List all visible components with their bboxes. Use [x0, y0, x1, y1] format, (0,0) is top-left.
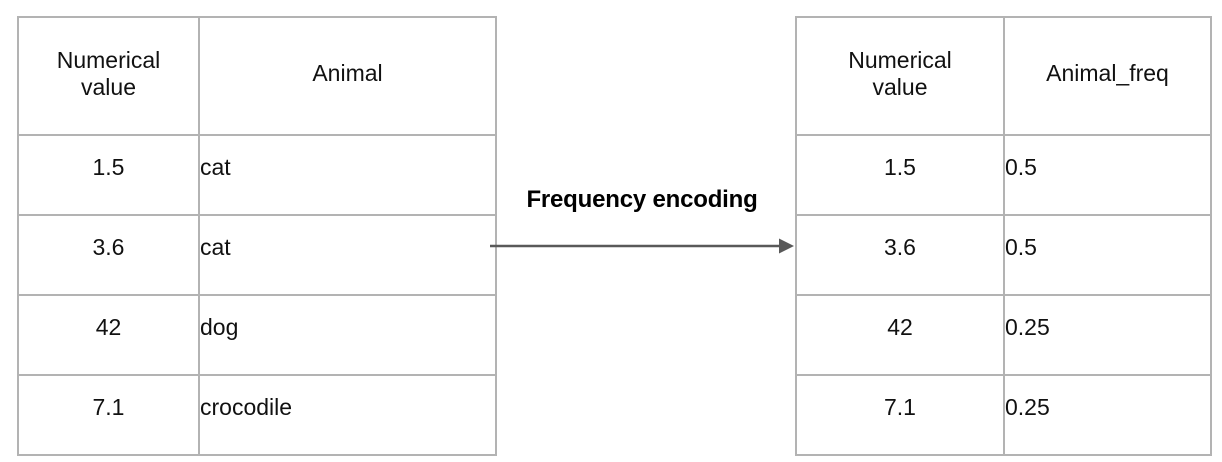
cell-numerical-value: 3.6	[17, 214, 200, 296]
cell-animal-freq: 0.5	[1003, 134, 1212, 216]
header-line-1: Animal_freq	[1046, 60, 1169, 87]
table-row: 1.5 0.5	[795, 134, 1212, 216]
cell-numerical-value: 7.1	[795, 374, 1005, 456]
header-line-1: Numerical	[56, 46, 161, 73]
cell-animal: dog	[198, 294, 497, 376]
cell-numerical-value: 1.5	[17, 134, 200, 216]
header-line-1: Animal	[312, 60, 383, 87]
cell-animal-freq: 0.25	[1003, 294, 1212, 376]
arrow-right-icon	[490, 238, 794, 254]
table-row: 1.5 cat	[17, 134, 497, 216]
table-row: 3.6 cat	[17, 214, 497, 296]
table-row: 7.1 crocodile	[17, 374, 497, 456]
cell-animal-freq: 0.25	[1003, 374, 1212, 456]
source-table: Numerical value Animal 1.5 cat	[17, 16, 497, 456]
table-row: 3.6 0.5	[795, 214, 1212, 296]
table-header-row: Numerical value Animal	[17, 16, 497, 136]
table-row: 7.1 0.25	[795, 374, 1212, 456]
table-header-row: Numerical value Animal_freq	[795, 16, 1212, 136]
table-row: 42 dog	[17, 294, 497, 376]
cell-animal: crocodile	[198, 374, 497, 456]
transform-group: Frequency encoding	[488, 186, 796, 264]
cell-animal-freq: 0.5	[1003, 214, 1212, 296]
cell-animal: cat	[198, 134, 497, 216]
cell-numerical-value: 42	[795, 294, 1005, 376]
table-row: 42 0.25	[795, 294, 1212, 376]
header-cell-numerical-value: Numerical value	[795, 16, 1005, 136]
header-line-1: Numerical	[848, 46, 952, 73]
encoded-table: Numerical value Animal_freq 1.5 0.5	[795, 16, 1212, 456]
transform-label: Frequency encoding	[526, 186, 758, 213]
cell-numerical-value: 42	[17, 294, 200, 376]
cell-numerical-value: 7.1	[17, 374, 200, 456]
cell-animal: cat	[198, 214, 497, 296]
header-line-2: value	[872, 74, 928, 100]
cell-numerical-value: 3.6	[795, 214, 1005, 296]
cell-numerical-value: 1.5	[795, 134, 1005, 216]
header-cell-numerical-value: Numerical value	[17, 16, 200, 136]
header-cell-animal: Animal	[198, 16, 497, 136]
header-cell-animal-freq: Animal_freq	[1003, 16, 1212, 136]
header-line-2: value	[81, 74, 136, 100]
